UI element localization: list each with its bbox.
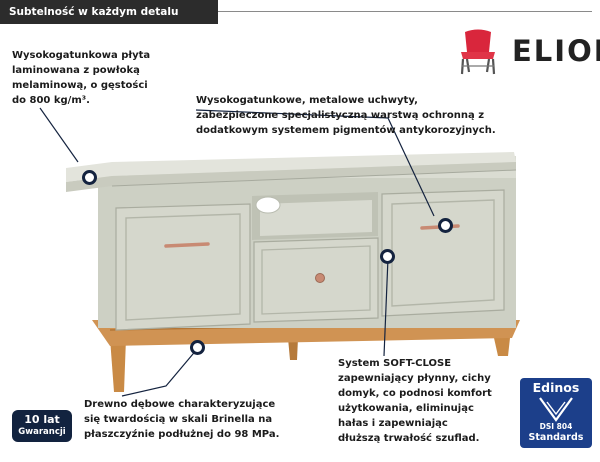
note-line: Wysokogatunkowa płyta bbox=[12, 50, 151, 61]
note-line: płaszczyźnie podłużnej do 98 MPa. bbox=[84, 429, 280, 440]
red-chair-icon bbox=[460, 29, 496, 75]
note-line: się twardością w skali Brinella na bbox=[84, 414, 273, 425]
edinos-standards-badge: Edinos DSI 804 Standards bbox=[520, 378, 592, 448]
header-title: Subtelność w każdym detalu bbox=[0, 0, 218, 24]
edinos-code: DSI 804 bbox=[539, 422, 573, 431]
note-metal-handles: Wysokogatunkowe, metalowe uchwyty, zabez… bbox=[196, 93, 496, 138]
note-line: Drewno dębowe charakteryzujące bbox=[84, 399, 276, 410]
warranty-label: Gwarancji bbox=[18, 427, 66, 437]
note-keyword-prefix: System bbox=[338, 358, 384, 369]
note-line: laminowana z powłoką bbox=[12, 65, 140, 76]
note-line-heading: System SOFT-CLOSE bbox=[338, 356, 492, 371]
note-line: domyk, co podnosi komfort bbox=[338, 388, 492, 399]
checkmark-shield-icon bbox=[539, 397, 573, 422]
edinos-label: Standards bbox=[528, 432, 584, 443]
note-line: melaminową, o gęstości bbox=[12, 80, 148, 91]
warranty-years: 10 lat bbox=[24, 413, 60, 426]
note-line: zabezpieczone specjalistyczną warstwą oc… bbox=[196, 110, 485, 121]
brand-logo: ELIOR bbox=[452, 28, 600, 76]
marker-dot-handle bbox=[438, 218, 453, 233]
note-laminated-board: Wysokogatunkowa płyta laminowana z powło… bbox=[12, 48, 150, 108]
note-line: zapewniający płynny, cichy bbox=[338, 373, 491, 384]
note-soft-close: System SOFT-CLOSE zapewniający płynny, c… bbox=[338, 356, 492, 446]
marker-dot-oak bbox=[190, 340, 205, 355]
note-line: do 800 kg/m³. bbox=[12, 95, 90, 106]
note-line: dłuższą trwałość szuflad. bbox=[338, 433, 480, 444]
marker-dot-board bbox=[82, 170, 97, 185]
note-line: użytkowania, eliminując bbox=[338, 403, 474, 414]
note-line: hałas i zapewniając bbox=[338, 418, 448, 429]
header-divider bbox=[218, 11, 592, 12]
note-line: dodatkowym systemem pigmentów antykorozy… bbox=[196, 125, 496, 136]
note-line: Wysokogatunkowe, metalowe uchwyty, bbox=[196, 95, 418, 106]
note-oak-wood: Drewno dębowe charakteryzujące się tward… bbox=[84, 397, 279, 442]
edinos-name: Edinos bbox=[532, 380, 580, 395]
brand-name: ELIOR bbox=[512, 34, 600, 68]
note-keyword: SOFT-CLOSE bbox=[383, 358, 452, 369]
warranty-badge: 10 lat Gwarancji bbox=[12, 410, 72, 442]
marker-dot-softclose bbox=[380, 249, 395, 264]
